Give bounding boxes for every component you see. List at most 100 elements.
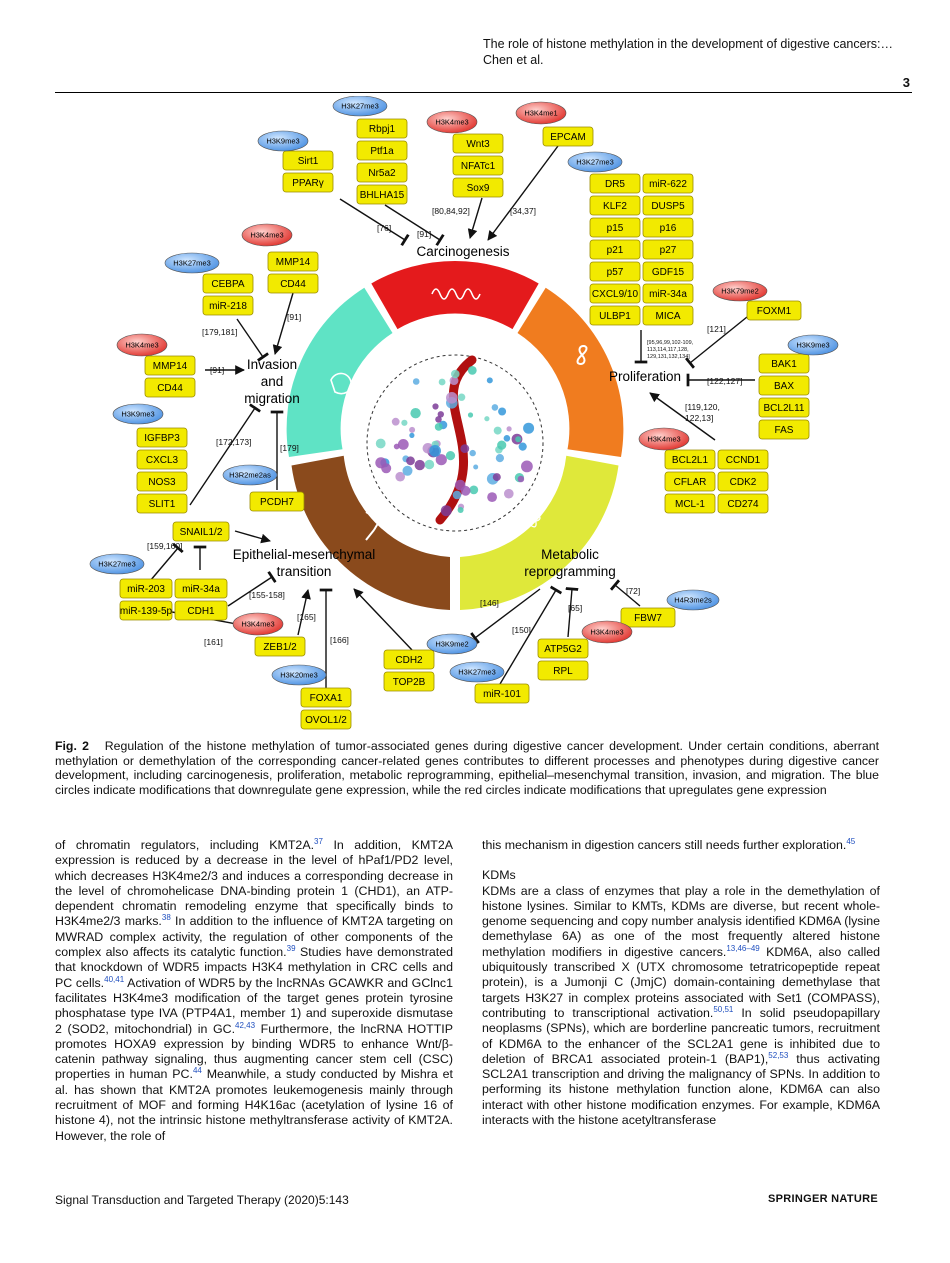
- gene-box-rect: [589, 217, 641, 238]
- citation-link[interactable]: 42,43: [235, 1020, 256, 1030]
- citation-link[interactable]: 50,51: [713, 1004, 734, 1014]
- ref-172-173: [172,173]: [216, 437, 251, 447]
- cell: [451, 369, 460, 379]
- gene-label: NOS3: [148, 477, 176, 488]
- gene-box-rect: [119, 578, 173, 599]
- histone-mark-h3k27me3_a: H3K27me3: [332, 96, 388, 117]
- gene-box-fbw7: FBW7: [620, 607, 676, 628]
- cell: [446, 392, 458, 404]
- gene-label: p27: [660, 245, 677, 256]
- inhibit-line-mir101: [499, 585, 563, 685]
- cell: [434, 423, 443, 431]
- ref-166: [166]: [330, 635, 349, 645]
- histone-mark-ellipse: [241, 223, 293, 247]
- citation-link[interactable]: 52,53: [768, 1050, 789, 1060]
- gene-box-rect: [642, 283, 694, 304]
- histone-mark-h3k27me3_b: H3K27me3: [567, 151, 623, 173]
- cell: [412, 378, 420, 385]
- gene-box-rect: [758, 419, 810, 440]
- cell: [410, 408, 421, 419]
- gene-box-rect: [174, 578, 228, 599]
- gene-label: Ptf1a: [370, 146, 394, 157]
- ref-122-127: [122,127]: [707, 376, 742, 386]
- cell: [375, 438, 386, 449]
- histone-mark-ellipse: [164, 252, 220, 274]
- histone-mark-h3k27me3_c: H3K27me3: [164, 252, 220, 274]
- arrow-line-cdh2: [353, 588, 413, 651]
- cell: [457, 507, 464, 513]
- histone-mark-h3k9me2: H3K9me2: [426, 633, 478, 655]
- gene-label: CDH2: [395, 655, 423, 666]
- gene-label: MMP14: [153, 361, 188, 372]
- gene-box-dusp5: DUSP5: [642, 195, 694, 216]
- gene-box-pparg: PPARγ: [282, 172, 334, 193]
- histone-mark-ellipse: [116, 333, 168, 357]
- right-text-2: KDMs are a class of enzymes that play a …: [482, 883, 880, 959]
- cell: [397, 439, 409, 450]
- gene-label: NFATc1: [461, 161, 496, 172]
- gene-box-bcl2l11: BCL2L11: [758, 397, 810, 418]
- gene-box-rect: [642, 239, 694, 260]
- ref-proliferation-line-2: 113,114,117,128,: [647, 347, 689, 353]
- histone-mark-ellipse: [222, 464, 278, 486]
- citation-link[interactable]: 39: [286, 943, 296, 953]
- section-heading-kdms: KDMs: [482, 868, 516, 883]
- gene-label: CEBPA: [211, 279, 244, 290]
- gene-box-rect: [664, 493, 716, 514]
- gene-box-cd44_b: CD44: [144, 377, 196, 398]
- citation-link[interactable]: 45: [846, 836, 856, 846]
- gene-box-rect: [589, 239, 641, 260]
- histone-mark-label: H3K27me3: [341, 102, 379, 111]
- citation-link[interactable]: 44: [192, 1066, 202, 1076]
- gene-label: OVOL1/2: [305, 715, 347, 726]
- citation-link[interactable]: 37: [314, 836, 323, 846]
- citation-link[interactable]: 38: [161, 913, 171, 923]
- histone-mark-label: H3K9me3: [796, 341, 829, 350]
- inhibit-line-atp5g2: [565, 587, 579, 638]
- cell: [440, 505, 452, 517]
- gene-box-rect: [642, 195, 694, 216]
- citation-link[interactable]: 40,41: [104, 974, 125, 984]
- cell: [498, 407, 507, 416]
- histone-mark-h3k27me3_e: H3K27me3: [449, 661, 505, 683]
- ref-proliferation-line-1: [95,96,99,102-109,: [647, 340, 694, 346]
- histone-mark-ellipse: [426, 110, 478, 134]
- gene-label: ATP5G2: [544, 644, 582, 655]
- citation-link[interactable]: 13,46–49: [726, 943, 760, 953]
- cell: [402, 465, 413, 476]
- arrow-line-sox9: [467, 197, 483, 239]
- histone-mark-ellipse: [426, 633, 478, 655]
- gene-box-rect: [282, 172, 334, 193]
- left-text-2: In addition, KMT2A expression is reduced…: [55, 838, 453, 929]
- gene-box-rbpj1: Rbpj1: [356, 118, 408, 139]
- histone-mark-label: H3K4me3: [241, 620, 274, 629]
- histone-mark-label: H3K4me3: [647, 435, 680, 444]
- gene-box-rect: [542, 126, 594, 147]
- gene-box-snail12: SNAIL1/2: [172, 521, 230, 542]
- histone-mark-h3r2me2as: H3R2me2as: [222, 464, 278, 486]
- gene-box-ptf1a: Ptf1a: [356, 140, 408, 161]
- ref-119-line-1: [119,120,: [685, 402, 720, 412]
- cell: [469, 485, 479, 495]
- label-emt-1: Epithelial-mesenchymal: [233, 547, 376, 562]
- histone-mark-ellipse: [271, 664, 327, 686]
- gene-box-mcl1: MCL-1: [664, 493, 716, 514]
- cell: [429, 445, 441, 457]
- ref-150: [150]: [512, 625, 531, 635]
- ref-65: [65]: [568, 603, 582, 613]
- histone-mark-h3k79me2: H3K79me2: [712, 280, 768, 302]
- gene-box-rect: [144, 377, 196, 398]
- gene-label: miR-218: [209, 301, 247, 312]
- histone-mark-label: H3K27me3: [458, 668, 496, 677]
- left-text-7: Meanwhile, a study conducted by Mishra e…: [55, 1067, 453, 1143]
- histone-mark-ellipse: [787, 334, 839, 356]
- inhibit-line-foxm1: [684, 316, 748, 369]
- arrow-line-snail12: [234, 530, 271, 544]
- gene-box-rect: [642, 173, 694, 194]
- histone-mark-h3k4me3_e: H3K4me3: [232, 612, 284, 636]
- gene-box-mir1395p: miR-139-5p: [119, 600, 173, 621]
- gene-box-cxcl3: CXCL3: [136, 449, 188, 470]
- histone-mark-h3k4me3_a: H3K4me3: [426, 110, 478, 134]
- cell: [515, 436, 522, 443]
- right-text-1: this mechanism in digestion cancers stil…: [482, 838, 847, 852]
